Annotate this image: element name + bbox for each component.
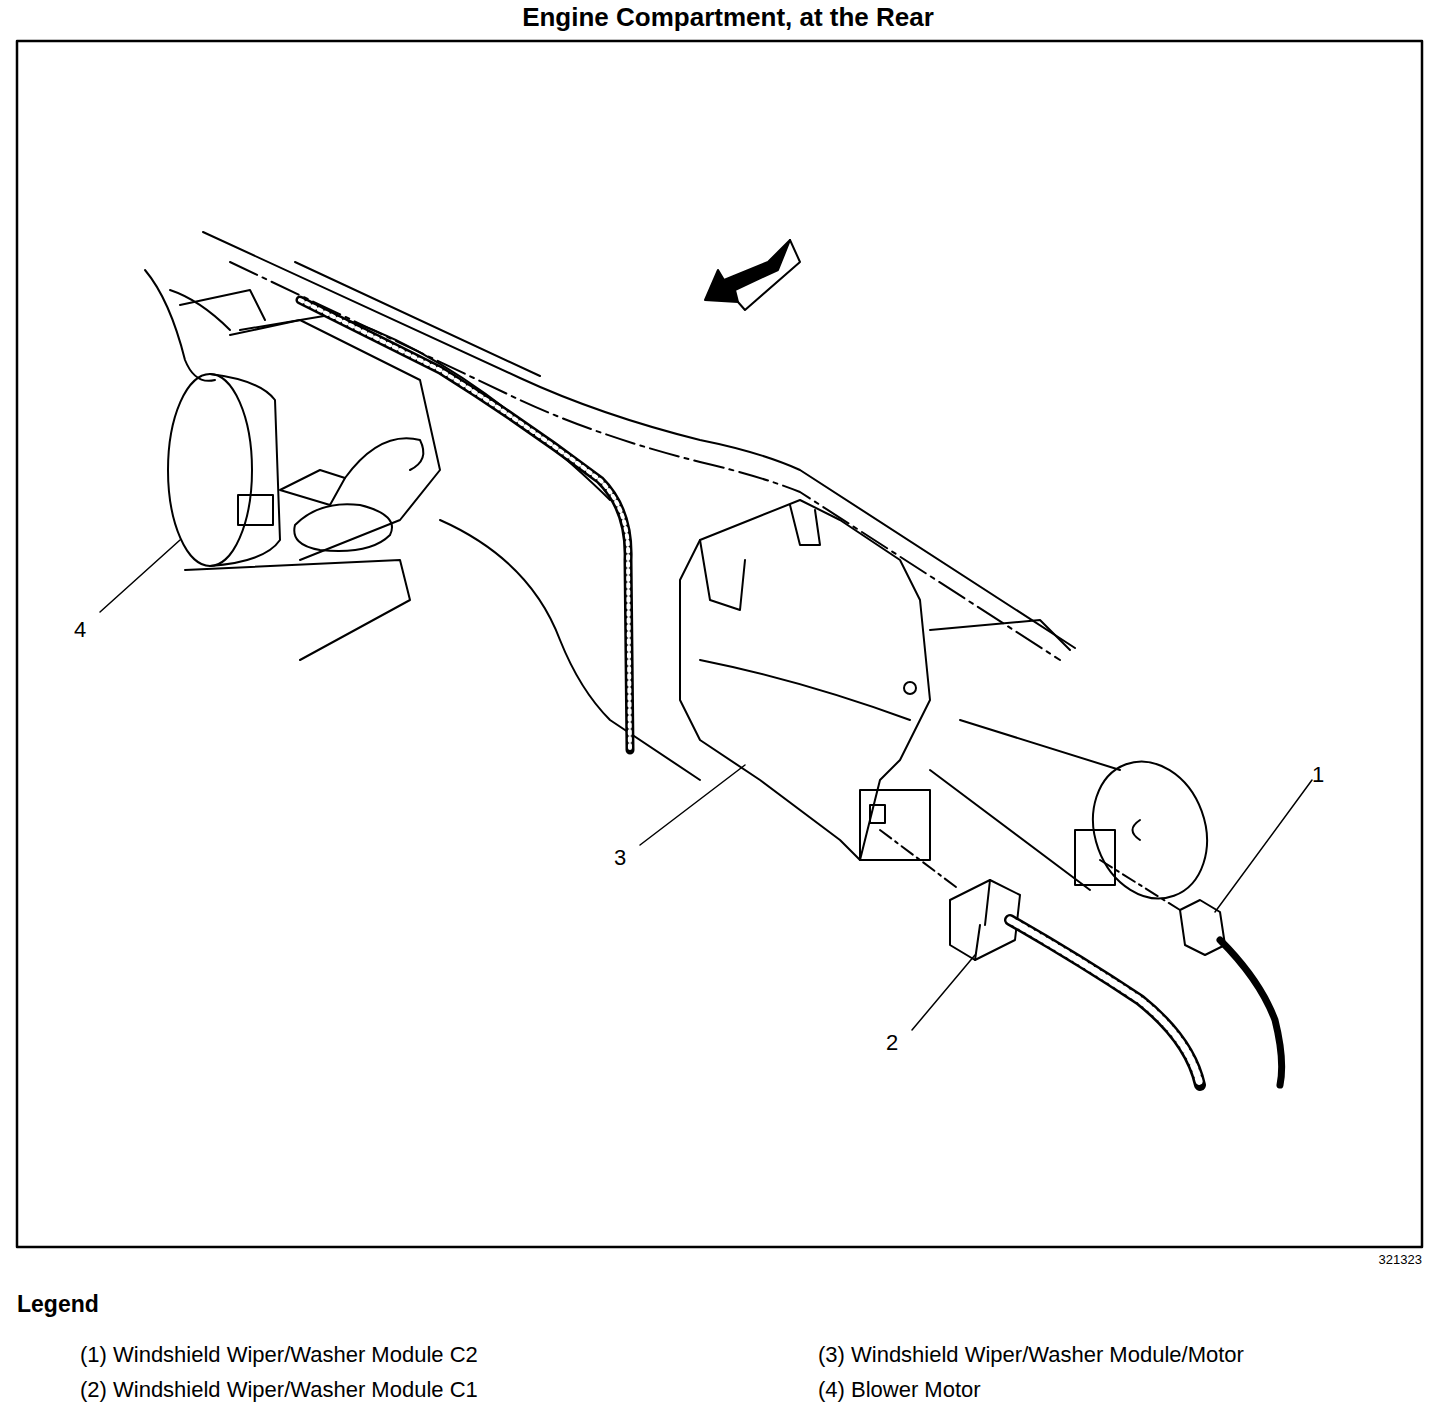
- module-seam: [700, 660, 910, 720]
- module-tab: [700, 540, 745, 610]
- harness-corrugation: [1010, 920, 1200, 1085]
- bracket: [185, 560, 410, 660]
- leader-line: [1215, 780, 1312, 912]
- leader-line: [912, 955, 975, 1030]
- figure-title: Engine Compartment, at the Rear: [522, 3, 934, 33]
- figure-frame: [17, 41, 1422, 1247]
- module-tab: [790, 505, 820, 545]
- module-socket: [860, 790, 930, 860]
- legend-entry: (1) Windshield Wiper/Washer Module C2: [80, 1342, 478, 1367]
- harness-c1: [1010, 920, 1200, 1085]
- wiring-harness: [300, 300, 630, 750]
- cowl-centerline: [230, 262, 1060, 660]
- fender-line: [145, 270, 215, 381]
- wiper-motor-end: [1074, 745, 1225, 914]
- callout-number: 4: [74, 617, 86, 642]
- motor-mount: [930, 620, 1070, 650]
- leader-line: [100, 540, 180, 612]
- module-socket: [870, 805, 885, 823]
- blower-connector: [238, 495, 273, 525]
- leader-line: [640, 765, 745, 845]
- callout-number: 1: [1312, 762, 1324, 787]
- harness-connector: [280, 470, 345, 505]
- legend-entry: (4) Blower Motor: [818, 1377, 981, 1402]
- blower-motor: [168, 374, 252, 566]
- mount-bolt: [904, 682, 916, 694]
- front-arrow: [738, 240, 800, 310]
- legend-entry: (2) Windshield Wiper/Washer Module C1: [80, 1377, 478, 1402]
- connector-c1: [975, 880, 990, 960]
- wiper-module: [680, 500, 930, 860]
- harness-corrugation: [300, 300, 630, 750]
- panel-line: [240, 315, 610, 500]
- legend-entry: (3) Windshield Wiper/Washer Module/Motor: [818, 1342, 1244, 1367]
- alignment-line: [880, 830, 960, 890]
- wiper-motor-end: [1133, 820, 1141, 840]
- wheelhouse-line: [440, 520, 700, 780]
- blower-housing: [180, 290, 265, 320]
- harness-branch: [345, 438, 423, 478]
- callout-number: 3: [614, 845, 626, 870]
- callout-number: 2: [886, 1030, 898, 1055]
- figure-number: 321323: [1379, 1253, 1422, 1268]
- blower-cap: [294, 504, 392, 551]
- front-arrow: [705, 240, 790, 302]
- harness-c2: [1220, 940, 1282, 1085]
- wiper-motor-body: [930, 720, 1120, 890]
- legend-heading: Legend: [17, 1291, 99, 1317]
- blower-motor: [210, 374, 280, 566]
- motor-socket: [1075, 830, 1115, 885]
- alignment-line: [1100, 860, 1180, 910]
